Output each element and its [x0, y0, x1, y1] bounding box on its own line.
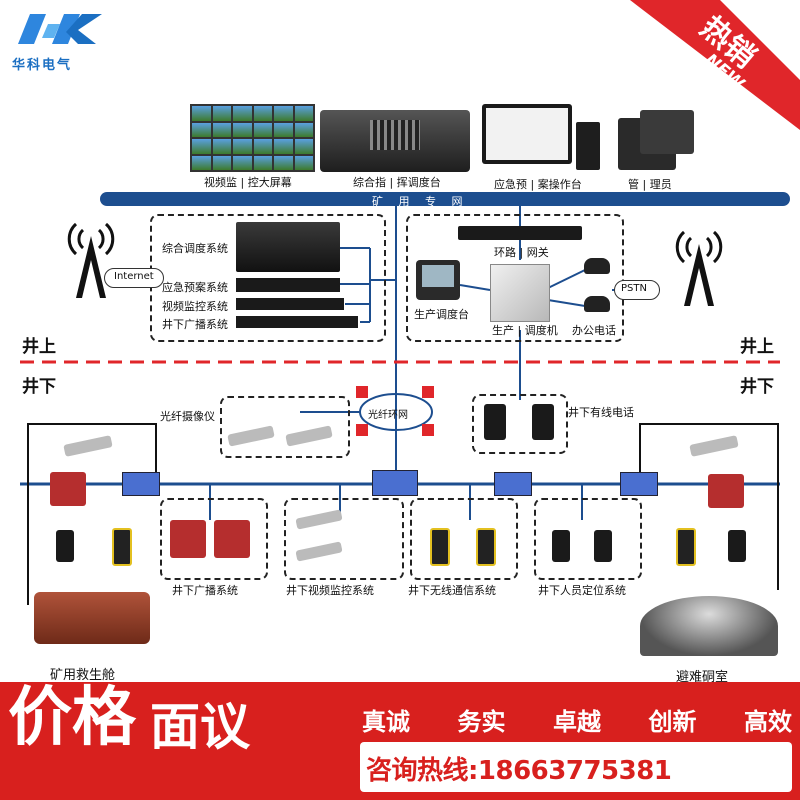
switch-device-image: [490, 264, 550, 322]
pstn-cloud: [614, 280, 660, 300]
level-below-left: 井下: [22, 377, 56, 397]
ring-node-icon: [422, 424, 434, 436]
office-phone-label: 办公电话: [572, 324, 616, 337]
broadcast-box-icon: [50, 472, 86, 506]
subsystem-video-label: 井下视频监控系统: [286, 584, 374, 597]
video-wall-label: 视频监 | 控大屏幕: [204, 176, 292, 189]
locator-device-icon: [56, 530, 74, 562]
hotline-box: 咨询热线:18663775381: [360, 742, 792, 792]
gateway-label: 环路 | 网关: [494, 246, 549, 259]
fiber-switch-icon: [122, 472, 160, 496]
hot-badge: 热销 NEW: [610, 0, 800, 130]
ring-node-icon: [356, 424, 368, 436]
subsystem-label-2: 井下广播系统: [162, 318, 228, 331]
internet-antenna-icon: [67, 222, 115, 298]
camera-box: [220, 396, 350, 458]
level-above-right: 井上: [740, 337, 774, 357]
subsystem-broadcast-label: 井下广播系统: [172, 584, 238, 597]
dispatch-console-image: [320, 110, 470, 172]
wired-phone-icon: [484, 404, 506, 440]
ribbon-icon: [630, 0, 800, 130]
switch-label: 生产 | 调度机: [492, 324, 558, 337]
subsystem-box-video: [284, 498, 404, 580]
slogan-2: 卓越: [553, 708, 601, 736]
pstn-label: PSTN: [621, 283, 647, 294]
brand-logo: 华科电气: [12, 8, 122, 73]
price-label-a: 价格: [8, 681, 136, 755]
subsystem-box-wireless: [410, 498, 518, 580]
radio-phone-icon: [676, 528, 696, 566]
fiber-switch-icon: [494, 472, 532, 496]
network-bus: [100, 192, 790, 206]
locator-device-icon: [552, 530, 570, 562]
subsystem-device-1: [236, 298, 344, 310]
camera-label: 光纤摄像仪: [160, 410, 215, 423]
internet-cloud: [104, 268, 164, 288]
emergency-console-label: 应急预 | 案操作台: [494, 178, 582, 191]
video-wall-image: [190, 104, 315, 172]
subsystem-wireless-label: 井下无线通信系统: [408, 584, 496, 597]
dispatch-room-box: [406, 214, 624, 342]
pstn-antenna-icon: [675, 230, 723, 306]
wired-phone-box: [472, 394, 568, 454]
dispatch-console-device: [416, 260, 460, 300]
slogan-3: 创新: [648, 708, 697, 736]
wired-phone-label: 井下有线电话: [568, 406, 634, 419]
admin-label: 管 | 理员: [628, 178, 672, 191]
refuge-chamber-label: 避难硐室: [676, 670, 729, 685]
hotline-text: 咨询热线:18663775381: [366, 756, 672, 786]
network-bus-label: 矿 用 专 网: [372, 195, 469, 208]
refuge-chamber-image: [640, 596, 778, 656]
gateway-device-image: [458, 226, 582, 240]
slogan-1: 务实: [457, 708, 506, 736]
subsystem-device-0: [236, 278, 340, 292]
locator-device-icon: [594, 530, 612, 562]
rescue-capsule-image: [34, 592, 150, 644]
slogan-bar: 真诚 务实 卓越 创新 高效: [362, 702, 792, 738]
ring-node-icon: [422, 386, 434, 398]
admin-monitor-image: [640, 110, 694, 154]
wired-phone-icon: [532, 404, 554, 440]
fiber-switch-icon: [620, 472, 658, 496]
hk-logo-icon: [18, 14, 102, 44]
fiber-switch-icon: [372, 470, 418, 496]
radio-phone-icon: [112, 528, 132, 566]
locator-device-icon: [728, 530, 746, 562]
subsystem-box-broadcast: [160, 498, 268, 580]
level-below-right: 井下: [740, 377, 774, 397]
tower-pc-image: [576, 122, 600, 170]
radio-phone-icon: [430, 528, 450, 566]
ring-label: 光纤环网: [368, 410, 408, 421]
price-label-b: 面议: [150, 698, 250, 756]
internet-label: Internet: [114, 271, 154, 282]
broadcast-box-icon: [170, 520, 206, 558]
level-above-left: 井上: [22, 337, 56, 357]
subsystem-label-1: 视频监控系统: [162, 300, 228, 313]
subsystem-locator-label: 井下人员定位系统: [538, 584, 626, 597]
subsystem-label-0: 应急预案系统: [162, 281, 228, 294]
subsystem-box-locator: [534, 498, 642, 580]
radio-phone-icon: [476, 528, 496, 566]
slogan-0: 真诚: [362, 708, 410, 736]
dispatch-console-label: 综合指 | 挥调度台: [353, 176, 441, 189]
subsystem-device-2: [236, 316, 358, 328]
console-label: 生产调度台: [414, 308, 469, 321]
ring-node-icon: [356, 386, 368, 398]
rescue-capsule-label: 矿用救生舱: [50, 668, 116, 683]
brand-name: 华科电气: [12, 58, 73, 73]
office-phone-icon: [584, 258, 610, 274]
emergency-monitor-image: [482, 104, 572, 164]
slogan-4: 高效: [744, 708, 792, 736]
dispatch-system-label: 综合调度系统: [162, 242, 228, 255]
office-phone-icon: [584, 296, 610, 312]
broadcast-box-icon: [214, 520, 250, 558]
dispatch-server-image: [236, 222, 340, 272]
broadcast-box-icon: [708, 474, 744, 508]
